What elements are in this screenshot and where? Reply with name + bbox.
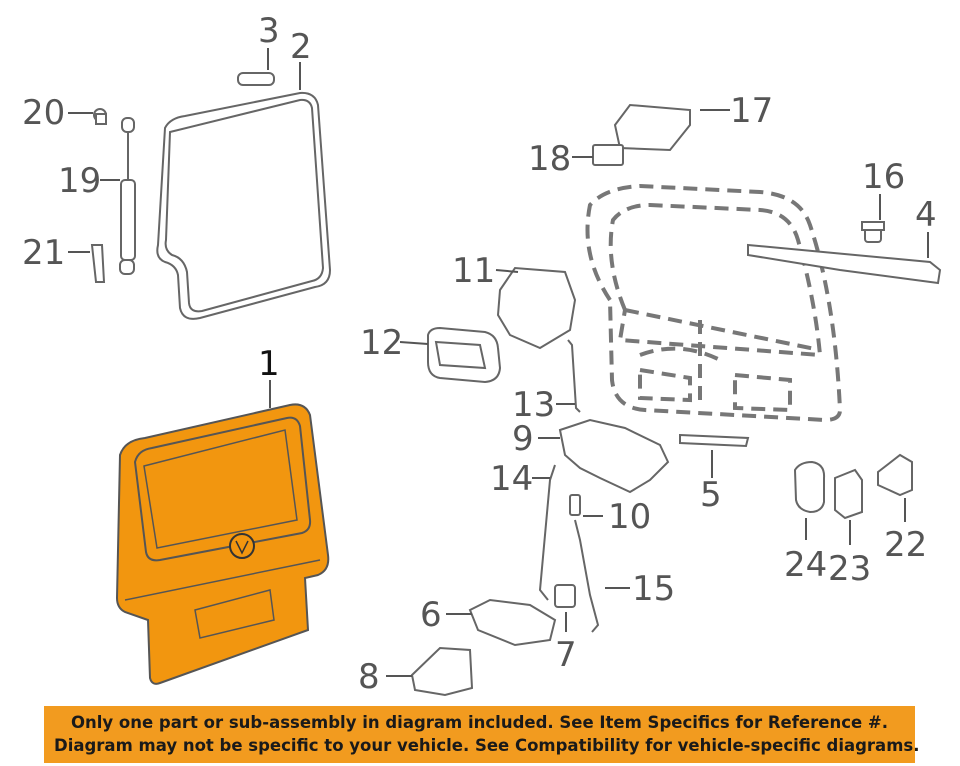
part-actuator-6 (468, 598, 557, 647)
part-latch-11 (496, 266, 577, 350)
part-clip-10 (569, 494, 581, 516)
callout-1: 1 (258, 344, 280, 384)
part-door-frame-ghost (585, 183, 843, 423)
part-bracket-8 (410, 646, 474, 697)
part-bumper-24 (793, 460, 826, 514)
callout-9: 9 (512, 419, 534, 459)
part-strut (119, 117, 136, 275)
callout-8: 8 (358, 657, 380, 697)
callout-17: 17 (730, 91, 773, 131)
callout-24: 24 (784, 545, 827, 585)
part-clip-7 (554, 584, 576, 608)
part-rod-14 (538, 464, 556, 601)
parts-diagram: 1 2 3 4 5 6 7 8 9 10 11 12 13 14 15 16 1… (22, 11, 942, 697)
callout-19: 19 (58, 161, 101, 201)
callout-15: 15 (632, 569, 675, 609)
part-glass (156, 91, 332, 320)
part-hinge-17 (613, 103, 691, 152)
callout-16: 16 (862, 157, 905, 197)
callout-18: 18 (528, 139, 571, 179)
part-bezel-12 (427, 326, 502, 384)
callout-2: 2 (290, 27, 312, 67)
callout-12: 12 (360, 323, 403, 363)
callout-7: 7 (555, 635, 577, 675)
callout-11: 11 (452, 251, 495, 291)
leader-lines (68, 48, 929, 677)
callout-6: 6 (420, 595, 442, 635)
part-clip-20 (93, 108, 107, 125)
part-rod-15 (574, 519, 600, 633)
part-bracket-22 (877, 453, 913, 497)
part-lock-9 (558, 418, 670, 494)
callout-23: 23 (828, 549, 871, 589)
callout-21: 21 (22, 233, 65, 273)
part-liftgate (115, 403, 330, 685)
callout-4: 4 (915, 195, 937, 235)
part-plate-18 (592, 144, 624, 166)
disclaimer-line-2: Diagram may not be specific to your vehi… (54, 736, 920, 755)
disclaimer-line-1: Only one part or sub-assembly in diagram… (70, 713, 889, 732)
part-bolt-16 (861, 221, 885, 243)
callout-14: 14 (490, 459, 533, 499)
part-striker-strip (679, 433, 750, 448)
part-rod-13 (567, 339, 581, 413)
part-rail (747, 243, 942, 285)
part-bumper-23 (834, 468, 863, 520)
callout-22: 22 (884, 525, 927, 565)
callout-10: 10 (608, 497, 651, 537)
callout-20: 20 (22, 93, 65, 133)
disclaimer-banner: Only one part or sub-assembly in diagram… (44, 706, 920, 763)
callout-5: 5 (700, 475, 722, 515)
part-bracket-21 (90, 244, 106, 283)
callout-13: 13 (512, 385, 555, 425)
part-trim-strip (237, 72, 275, 86)
callout-3: 3 (258, 11, 280, 51)
